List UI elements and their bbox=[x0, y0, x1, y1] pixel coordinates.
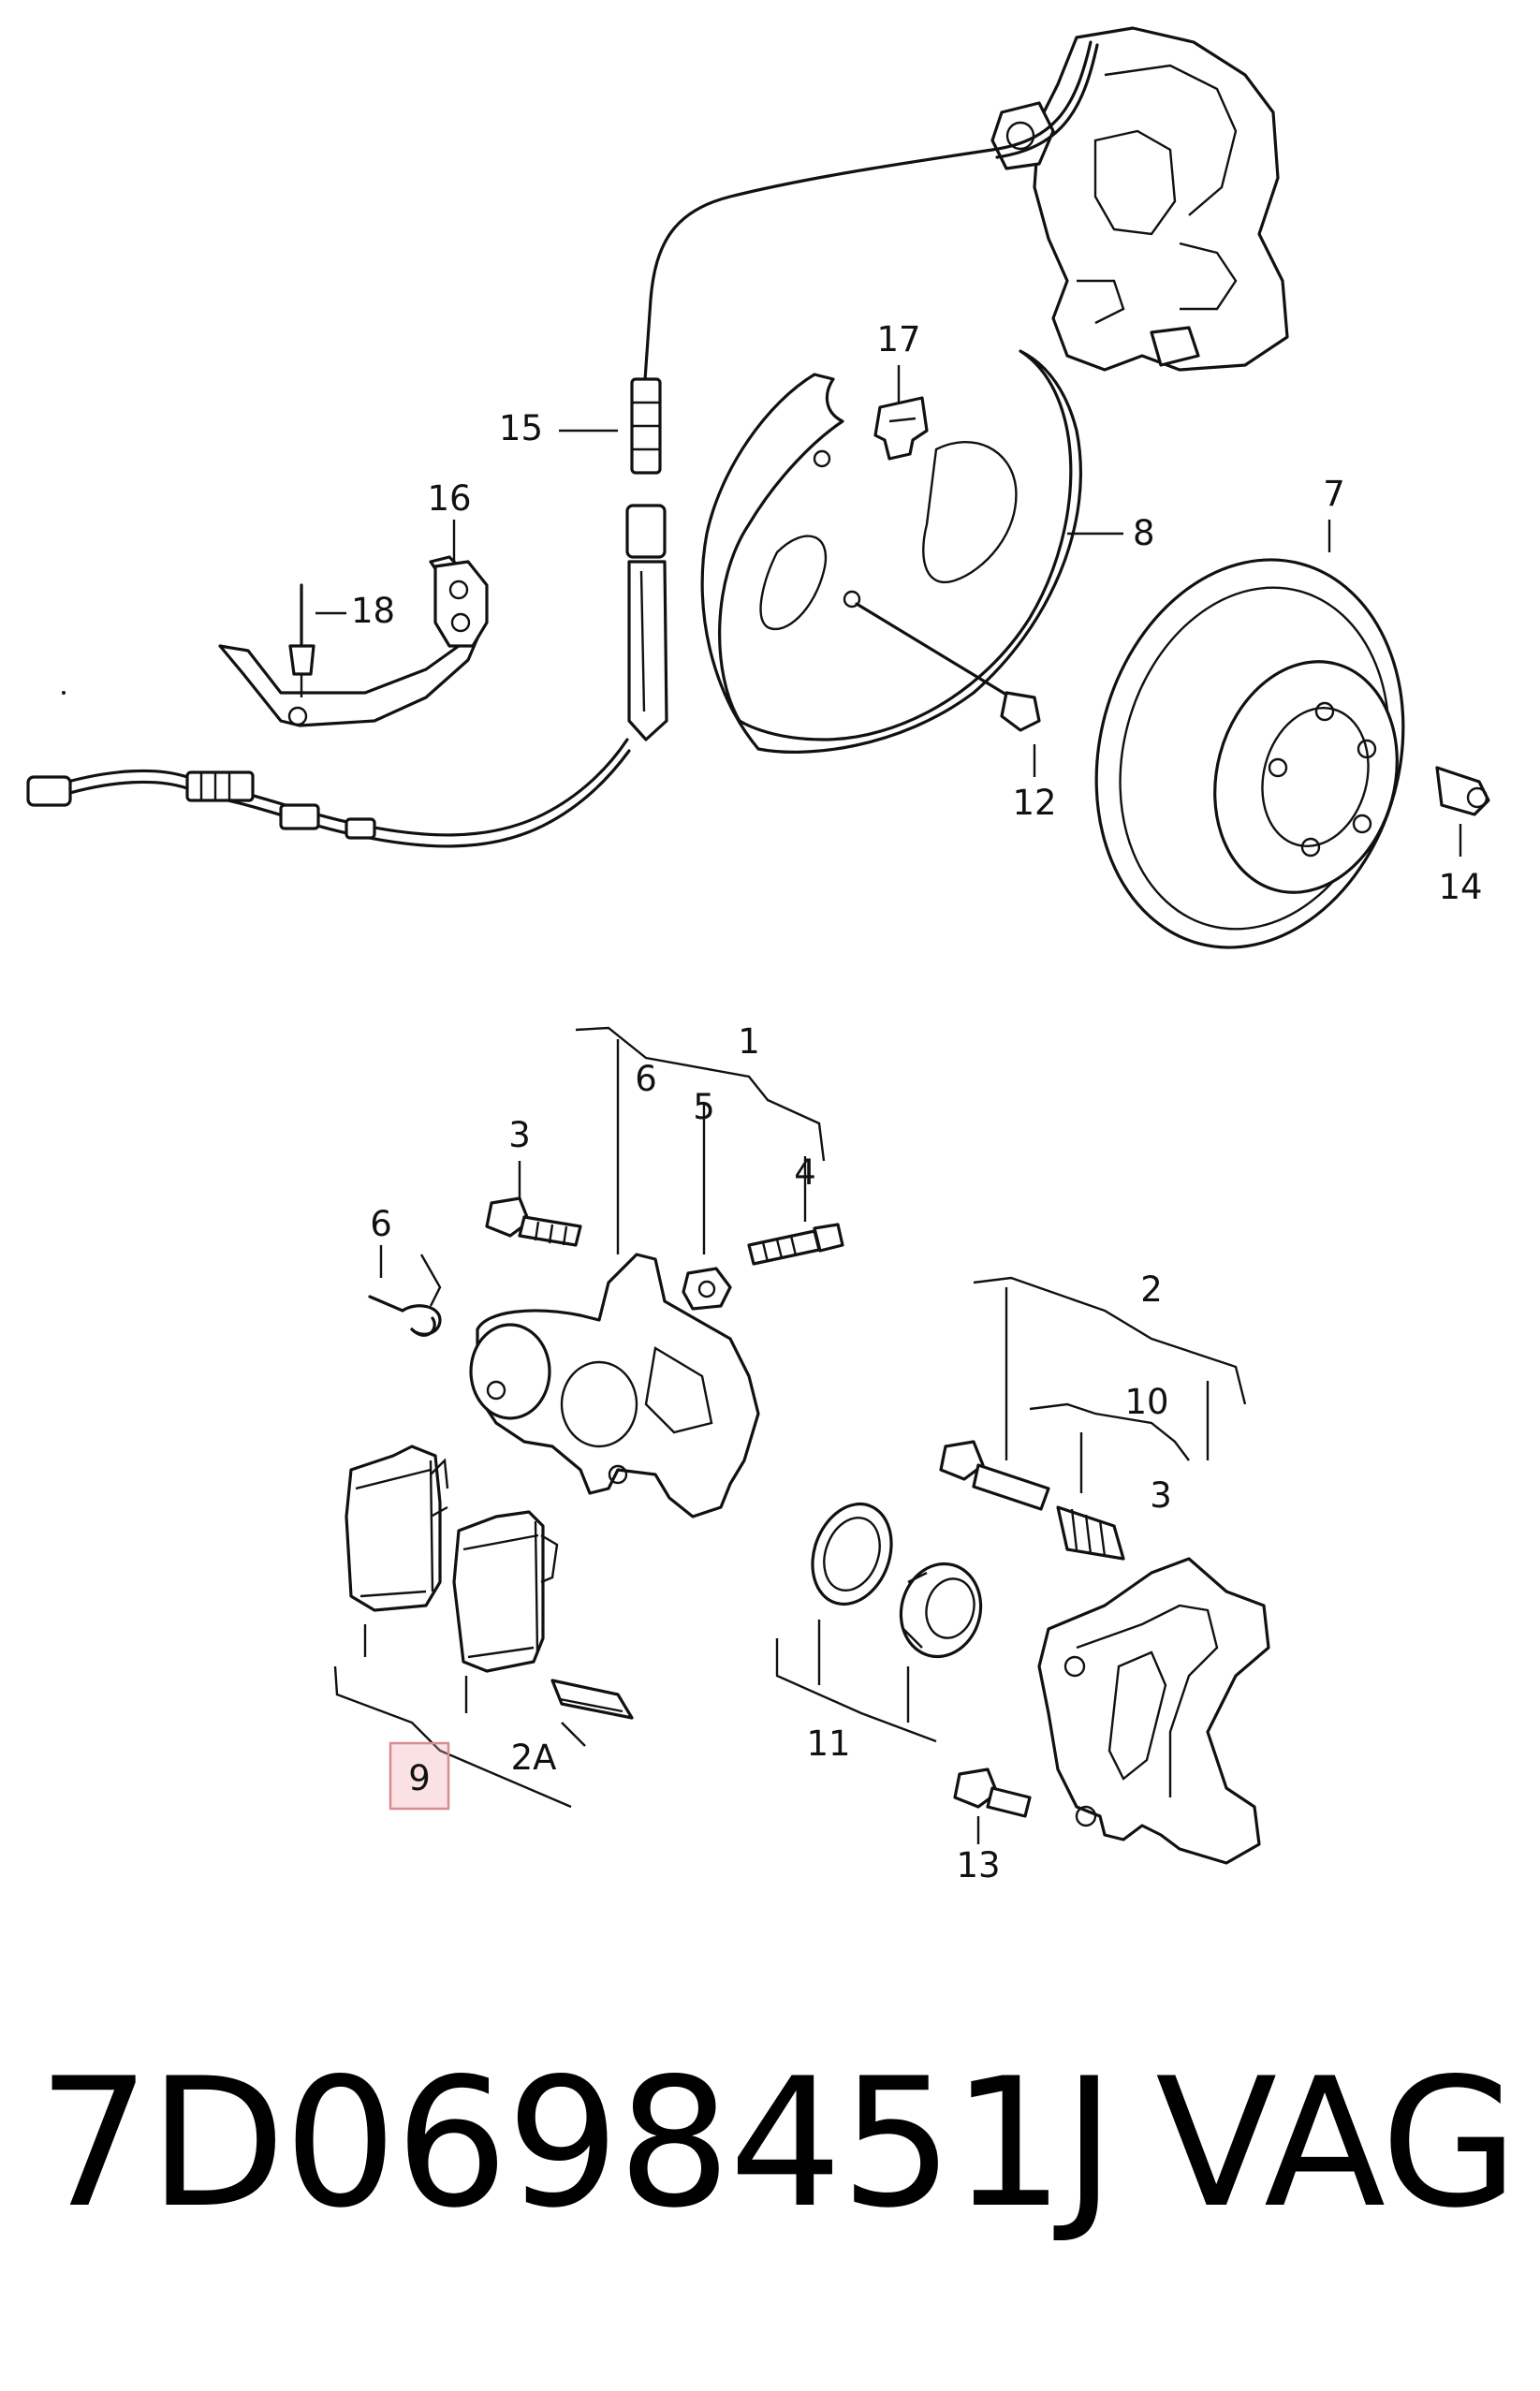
wear-sensor-2a-illustration bbox=[550, 1679, 634, 1720]
bolt-3-lower-illustration bbox=[939, 1440, 1050, 1511]
brake-disc-illustration bbox=[1094, 558, 1405, 949]
brake-hose-illustration bbox=[625, 40, 1099, 741]
caliper-carrier-illustration bbox=[1037, 1557, 1270, 1865]
callout-11: 11 bbox=[806, 1724, 850, 1764]
callout-12: 12 bbox=[1012, 783, 1056, 823]
callout-13: 13 bbox=[956, 1845, 1000, 1885]
callout-1: 1 bbox=[738, 1021, 760, 1062]
splash-shield-illustration bbox=[700, 349, 1082, 754]
part-caption: 7D0698451J VAG bbox=[37, 2036, 1518, 2252]
brake-pad-inner-illustration bbox=[452, 1510, 559, 1673]
bolt-12-illustration bbox=[855, 602, 1041, 732]
bolt-3-upper-illustration bbox=[485, 1196, 582, 1247]
callout-4: 4 bbox=[794, 1152, 816, 1193]
callout-3-lower: 3 bbox=[1150, 1475, 1172, 1516]
callout-3-upper: 3 bbox=[508, 1115, 531, 1155]
callout-17: 17 bbox=[876, 319, 920, 359]
callout-6-upper: 6 bbox=[635, 1059, 657, 1099]
callout-2a: 2A bbox=[511, 1738, 557, 1778]
callout-2: 2 bbox=[1140, 1269, 1163, 1310]
callout-7: 7 bbox=[1323, 474, 1345, 514]
bolt-14-illustration bbox=[1435, 766, 1490, 816]
brake-cable-illustration bbox=[26, 738, 631, 848]
brake-pad-outer-illustration bbox=[345, 1445, 449, 1612]
exploded-brake-diagram: 15 16 17 18 8 7 12 14 1 6 5 3 4 6 2 10 3… bbox=[26, 26, 1490, 1885]
part-number: 7D0698451J bbox=[37, 2040, 1115, 2247]
callout-16: 16 bbox=[427, 478, 471, 519]
rear-caliper-illustration bbox=[990, 26, 1289, 372]
highlight-callout-9-box bbox=[389, 1741, 450, 1811]
callout-9: 9 bbox=[408, 1758, 431, 1798]
guide-bushing-10-illustration bbox=[1056, 1505, 1125, 1561]
callout-8: 8 bbox=[1133, 513, 1155, 553]
guide-pin-4-illustration bbox=[747, 1223, 844, 1266]
stray-dot bbox=[62, 691, 66, 695]
nut-5-illustration bbox=[682, 1267, 732, 1311]
caliper-housing-illustration bbox=[469, 1253, 760, 1518]
callout-10: 10 bbox=[1124, 1382, 1168, 1422]
hose-bracket-illustration bbox=[218, 555, 489, 727]
brand-name: VAG bbox=[1155, 2040, 1518, 2247]
seal-ring-illustration bbox=[811, 1502, 893, 1606]
callout-5: 5 bbox=[693, 1087, 715, 1127]
piston-seal-illustration bbox=[899, 1562, 983, 1659]
callout-14: 14 bbox=[1438, 867, 1482, 907]
callout-15: 15 bbox=[499, 408, 543, 448]
hose-clip-illustration bbox=[873, 396, 929, 461]
bolt-13-illustration bbox=[953, 1768, 1032, 1844]
callout-6-lower: 6 bbox=[370, 1204, 392, 1244]
spring-6-illustration bbox=[368, 1254, 442, 1337]
callout-18: 18 bbox=[351, 591, 395, 631]
